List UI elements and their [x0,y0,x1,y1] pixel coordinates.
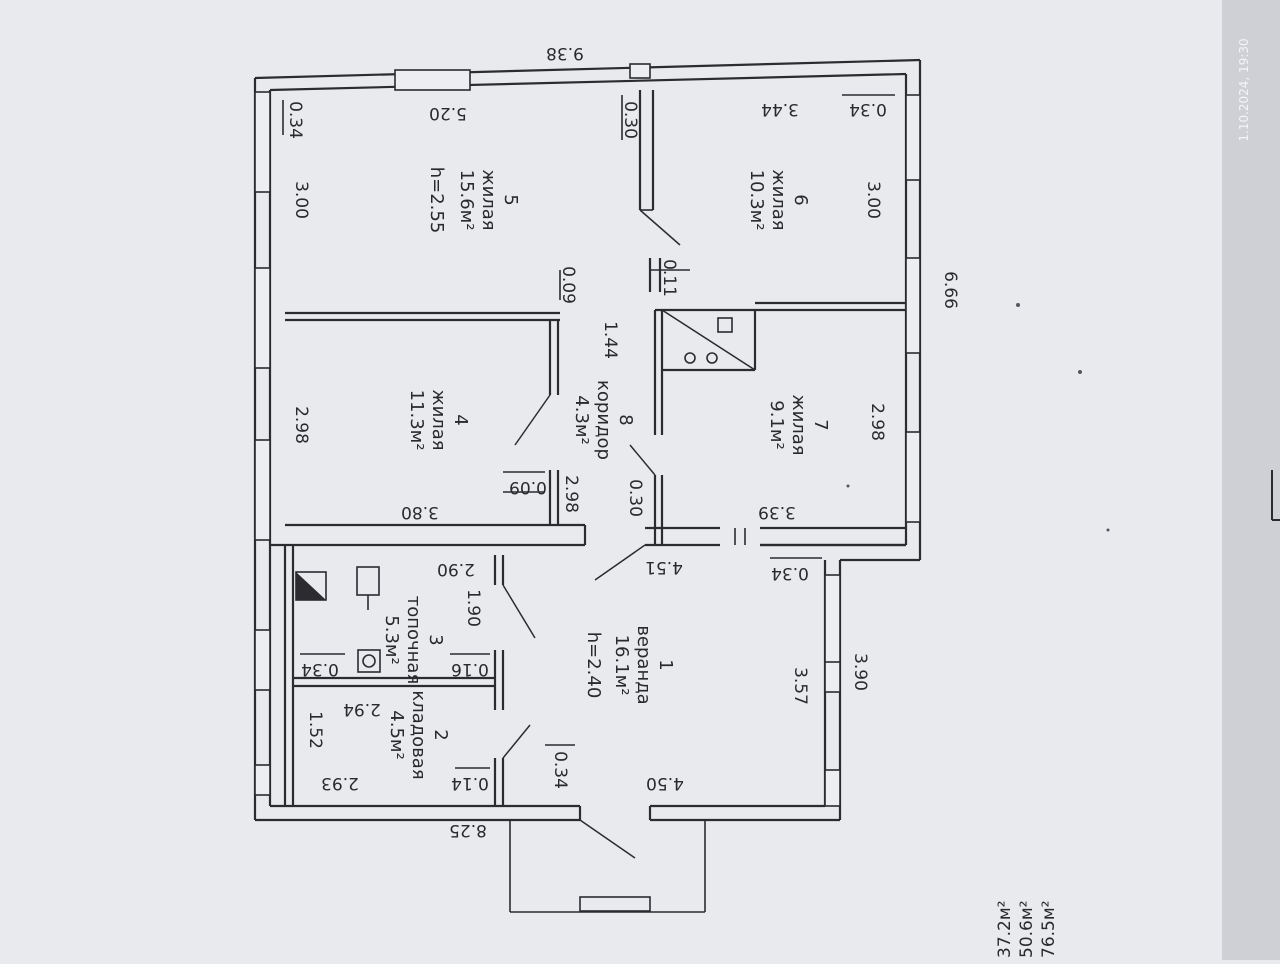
dim-veranda-depth: 3.57 [790,667,810,705]
dim-veranda-wall: 0.34 [550,751,570,789]
room-label-2: 2 кладовая 4.5м² [386,690,451,779]
room-labels: 1 веранда 16.1м² h=2.40 2 кладовая 4.5м²… [381,167,831,780]
room-height: h=2.55 [426,167,447,234]
dim-r5-width: 5.20 [429,103,467,123]
dim-r7-height: 2.98 [867,403,887,441]
room-area: 5.3м² [381,615,402,664]
dim-corridor-wall: 0.30 [625,479,645,517]
dim-r4-height: 2.98 [291,406,311,444]
dim-overall-bottom: 6.66 [940,271,960,309]
dim-r5-inner: 3.00 [291,181,311,219]
room-number: 7 [810,419,831,430]
windows [254,63,921,807]
room-label-5: 5 жилая 15.6м² h=2.55 [426,167,521,234]
room-area: 15.6м² [456,170,477,231]
room-number: 8 [615,414,636,425]
dim-corridor-len: 1.44 [600,321,620,359]
dim-r6-partition: 0.11 [659,259,679,297]
room-name: топочная [403,596,424,685]
room-label-1: 1 веранда 16.1м² h=2.40 [583,625,676,704]
dim-r3-wall: 0.34 [301,659,339,679]
room-number: 5 [500,194,521,205]
dim-r3-width: 2.90 [437,559,475,579]
dim-r6-inner: 3.00 [863,181,883,219]
total-overall: 76.5м² [1039,901,1059,959]
porch [509,820,706,913]
room-name: жилая [788,394,809,455]
room-number: 2 [430,729,451,740]
dim-r3-partition: 0.16 [451,659,489,679]
doors [502,209,681,859]
paper-specks [846,303,1110,532]
room-name: жилая [428,389,449,450]
paper-shadow [1222,0,1280,960]
room-area: 4.3м² [571,395,592,444]
dim-r2-wall: 0.14 [451,773,489,793]
dim-veranda-side: 0.34 [771,563,809,583]
dim-corridor-span: 4.51 [645,557,683,577]
dim-veranda-width: 4.50 [646,773,684,793]
room-name: веранда [633,625,654,704]
dim-r6-side: 0.34 [849,99,887,119]
room-name: коридор [593,380,614,460]
dim-r2-width: 2.94 [343,699,381,719]
room-label-4: 4 жилая 11.3м² [406,389,471,450]
room-number: 6 [790,194,811,205]
room-label-8: 8 коридор 4.3м² [571,380,636,460]
dim-r4-wall: 0.09 [509,477,547,497]
dim-r4-side: 2.98 [561,475,581,513]
dim-r7-width: 3.39 [758,502,796,522]
area-totals: 37.2м² 50.6м² 76.5м² [995,901,1059,959]
room-area: 4.5м² [386,710,407,759]
total-main: 50.6м² [1017,901,1037,959]
room-area: 16.1м² [611,635,632,696]
room-label-6: 6 жилая 10.3м² [746,169,811,230]
room-height: h=2.40 [583,632,604,699]
room-number: 1 [655,659,676,670]
dim-r3-depth: 1.90 [463,589,483,627]
dim-r5-partition: 0.30 [620,101,640,139]
room-name: жилая [478,169,499,230]
room-area: 10.3м² [746,170,767,231]
dimensions: 9.38 6.66 8.25 3.90 5.20 3.00 0.34 0.30 … [285,43,960,840]
dim-r5-top: 0.34 [285,101,305,139]
room-number: 3 [425,634,446,645]
dimension-ticks [282,94,895,769]
room-name: кладовая [408,690,429,779]
room-number: 4 [450,414,471,425]
room-label-7: 7 жилая 9.1м² [766,394,831,455]
stove-icon [296,572,326,600]
dim-r6-width: 3.44 [761,99,799,119]
total-living: 37.2м² [995,901,1015,959]
fixtures [295,309,756,673]
dim-r4-width: 3.80 [401,502,439,522]
dim-overall-right: 9.38 [546,43,584,63]
dim-overall-left: 8.25 [449,820,487,840]
dim-r2-depth: 1.52 [305,711,325,749]
dim-r2-len: 2.93 [321,773,359,793]
photo-timestamp: 1.10.2024, 19:30 [1237,38,1251,141]
interior-walls [270,90,906,806]
room-area: 11.3м² [406,390,427,451]
room-area: 9.1м² [766,400,787,449]
dim-r5-r4-wall: 0.09 [558,266,578,304]
dim-veranda-bottom: 3.90 [850,653,870,691]
room-label-3: 3 топочная 5.3м² [381,596,446,685]
room-name: жилая [768,169,789,230]
